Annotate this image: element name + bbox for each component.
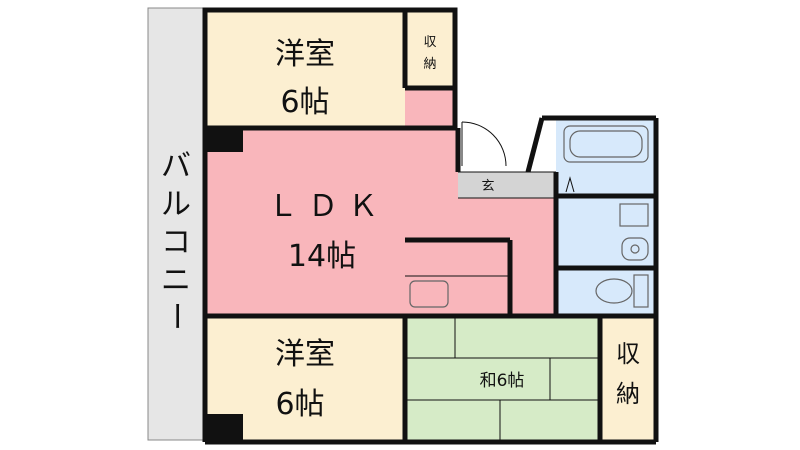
balcony-label-1: バ [161, 149, 191, 184]
shower-mark [565, 176, 575, 193]
balcony-label-2: ル [161, 187, 191, 222]
closet-small [405, 88, 455, 128]
toilet-icon [595, 274, 649, 308]
sink-icon [409, 280, 449, 308]
balcony-area [147, 7, 204, 441]
walls [202, 7, 659, 445]
entrance-door-swing [461, 121, 507, 167]
balcony-label-5: ー [158, 301, 193, 331]
western-room-top-name: 洋室 [275, 37, 335, 72]
entrance-label: 玄 [481, 179, 494, 194]
storage-right [600, 316, 656, 442]
tatami-room [405, 316, 600, 442]
storage-right-label-2: 納 [616, 380, 640, 408]
bathtub-icon [563, 125, 649, 163]
western-room-top-size: 6帖 [280, 85, 329, 120]
washbasin-icon [619, 203, 649, 261]
storage-right-label-1: 収 [616, 340, 640, 368]
balcony-label-4: ニ [161, 263, 191, 298]
kitchen-area [405, 240, 510, 316]
bathroom-area [556, 118, 656, 318]
entrance-area [458, 172, 556, 198]
western-room-bottom-size: 6帖 [275, 387, 324, 422]
tatami-label: 和6帖 [480, 371, 525, 391]
storage-top-label-1: 収 [423, 35, 436, 50]
ldk-name: ＬＤＫ [268, 189, 388, 224]
storage-top [405, 10, 455, 88]
storage-top-label-2: 納 [423, 57, 436, 72]
ldk-size: 14帖 [288, 239, 356, 274]
western-room-bottom-name: 洋室 [275, 337, 335, 372]
western-room-top [205, 10, 405, 128]
tatami-lines [405, 316, 600, 442]
balcony-label-3: コ [161, 225, 191, 260]
